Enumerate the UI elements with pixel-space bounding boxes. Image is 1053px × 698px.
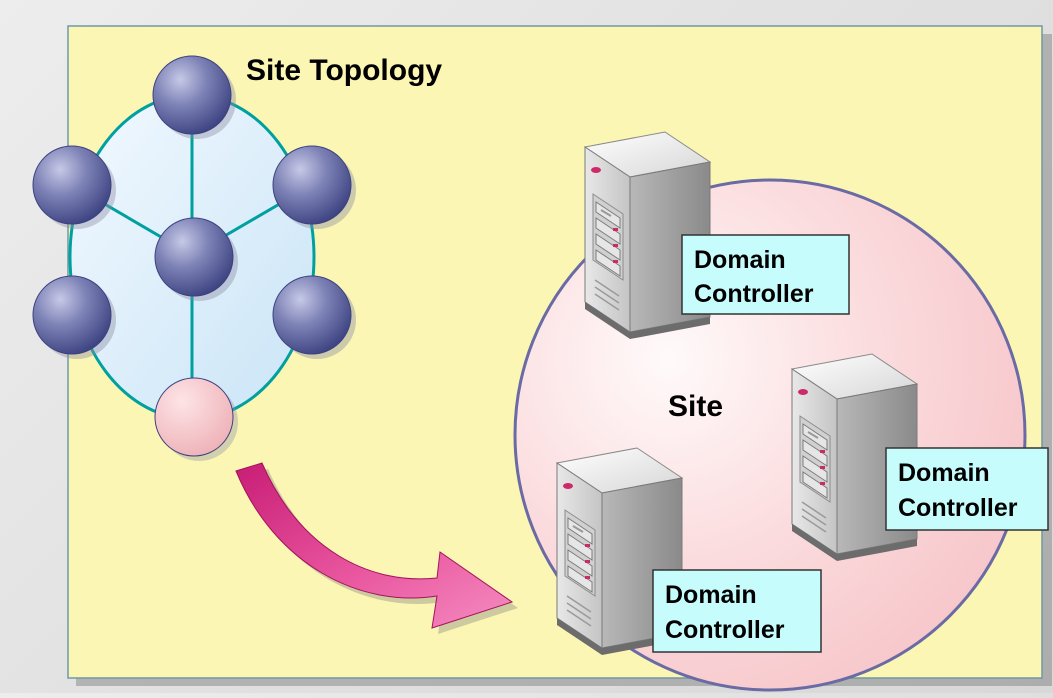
- dc-label-box: [681, 234, 850, 315]
- node-lower-right: [272, 275, 352, 355]
- dc-label-box: [652, 569, 822, 653]
- node-upper-left: [32, 145, 112, 225]
- domain-controller-3: Domain Controller: [556, 447, 822, 656]
- placement-arrow: [235, 462, 518, 634]
- dc-label-line1: Domain: [694, 246, 786, 274]
- site-label: Site: [668, 390, 723, 423]
- topology-nodes: [32, 55, 356, 461]
- node-top: [152, 55, 232, 135]
- node-lower-left: [32, 275, 112, 355]
- site-topology-graph: Site Topology: [32, 54, 442, 461]
- topology-title: Site Topology: [246, 54, 442, 87]
- dc-label-line1: Domain: [665, 581, 757, 609]
- domain-controller-2: Domain Controller: [791, 353, 1049, 562]
- node-highlighted-site: [154, 377, 234, 457]
- dc-label-line1: Domain: [898, 459, 990, 487]
- dc-label-line2: Controller: [694, 280, 814, 308]
- dc-label-line2: Controller: [665, 616, 785, 644]
- domain-controller-1: Domain Controller: [584, 131, 850, 340]
- dc-label-line2: Controller: [898, 494, 1018, 522]
- node-upper-right: [272, 145, 352, 225]
- dc-label-box: [885, 447, 1049, 531]
- node-center: [154, 217, 234, 297]
